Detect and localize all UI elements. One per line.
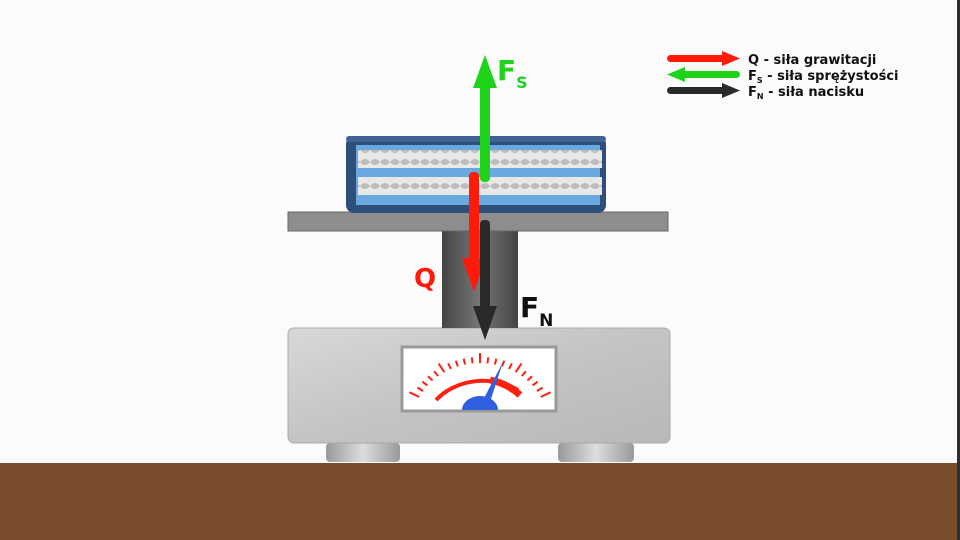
arrow-fn: [473, 220, 497, 340]
label-fs: FS: [497, 54, 528, 92]
gauge-tick: [526, 375, 533, 382]
gauge-tick: [493, 358, 498, 365]
legend: Q - siła grawitacji FS - siła sprężystoś…: [667, 51, 899, 101]
gauge-tick: [531, 380, 539, 387]
gauge-tick: [508, 363, 513, 370]
right-edge-bar: [957, 0, 960, 540]
label-q: Q: [414, 264, 436, 294]
gauge-tick: [514, 363, 523, 373]
gauge-tick: [427, 375, 434, 382]
scale-feet: [326, 443, 634, 462]
ground: [0, 463, 960, 540]
gauge-tick: [454, 360, 459, 367]
svg-text:FN - siła nacisku: FN - siła nacisku: [748, 85, 864, 101]
legend-item-fs: FS - siła sprężystości: [667, 67, 899, 85]
gauge-tick: [421, 380, 429, 387]
gauge-tick: [536, 386, 544, 392]
svg-text:FS - siła sprężystości: FS - siła sprężystości: [748, 69, 899, 85]
gauge-tick: [501, 360, 506, 367]
gauge-tick: [447, 363, 452, 370]
label-fn: FN: [520, 291, 553, 331]
gauge-tick: [540, 391, 551, 398]
gauge-tick: [409, 391, 420, 398]
gauge-dial: [409, 353, 551, 410]
gauge-tick: [437, 363, 446, 373]
svg-text:Q - siła grawitacji: Q - siła grawitacji: [748, 53, 876, 68]
gauge-tick: [462, 358, 467, 365]
legend-item-fn: FN - siła nacisku: [667, 83, 864, 101]
gauge-tick: [486, 357, 490, 364]
legend-item-q: Q - siła grawitacji: [667, 51, 876, 68]
gauge-tick: [433, 370, 439, 377]
gauge-tick: [416, 386, 424, 392]
arrow-fs: [473, 55, 497, 182]
gauge-tick: [470, 357, 474, 364]
gauge-tick: [521, 370, 527, 377]
